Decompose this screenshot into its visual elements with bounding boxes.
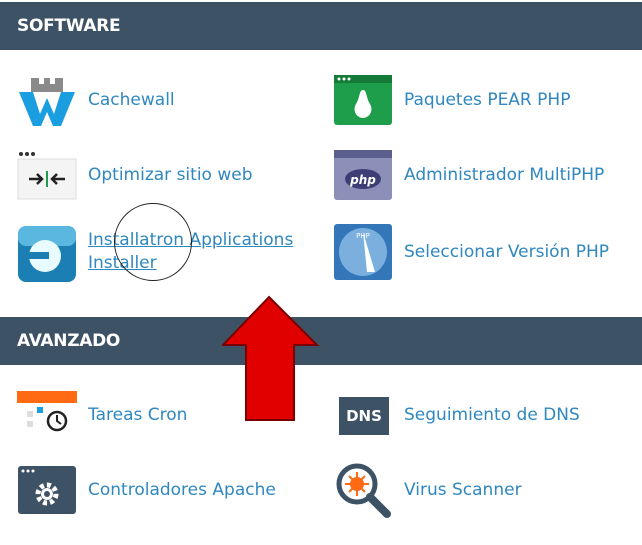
select-php-version-link[interactable]: PHP Seleccionar Versión PHP [333, 222, 619, 282]
multiphp-manager-link[interactable]: php Administrador MultiPHP [333, 145, 619, 205]
dns-icon: DNS [333, 385, 393, 445]
dns-tracking-label: Seguimiento de DNS [404, 404, 580, 425]
pear-icon [333, 70, 393, 130]
section-header-software: SOFTWARE [0, 2, 642, 50]
select-php-version-label: Seleccionar Versión PHP [404, 241, 610, 262]
installatron-icon [17, 222, 77, 282]
virus-scanner-link[interactable]: Virus Scanner [333, 460, 619, 520]
virus-scanner-icon [333, 460, 393, 520]
multiphp-manager-label: Administrador MultiPHP [404, 164, 605, 185]
section-header-avanzado: AVANZADO [0, 317, 642, 365]
apache-handlers-label: Controladores Apache [88, 479, 276, 500]
apache-handlers-link[interactable]: Controladores Apache [17, 460, 303, 520]
optimize-icon [17, 145, 77, 205]
cron-jobs-link[interactable]: Tareas Cron [17, 385, 303, 445]
gear-icon [17, 460, 77, 520]
php-gauge-icon: PHP [333, 222, 393, 282]
dns-tracking-link[interactable]: DNS Seguimiento de DNS [333, 385, 619, 445]
cachewall-label: Cachewall [88, 89, 175, 110]
click-highlight-circle [114, 203, 192, 281]
pear-php-label: Paquetes PEAR PHP [404, 89, 571, 110]
optimize-site-link[interactable]: Optimizar sitio web [17, 145, 303, 205]
virus-scanner-label: Virus Scanner [404, 479, 522, 500]
cachewall-link[interactable]: Cachewall [17, 70, 303, 130]
php-icon: php [333, 145, 393, 205]
svg-text:php: php [349, 173, 376, 187]
cron-icon [17, 385, 77, 445]
svg-text:PHP: PHP [356, 232, 370, 240]
pear-php-link[interactable]: Paquetes PEAR PHP [333, 70, 619, 130]
cron-jobs-label: Tareas Cron [88, 404, 188, 425]
dns-icon-text: DNS [339, 397, 389, 435]
cachewall-icon [17, 70, 77, 130]
red-arrow-up-icon [222, 295, 320, 421]
optimize-site-label: Optimizar sitio web [88, 164, 253, 185]
